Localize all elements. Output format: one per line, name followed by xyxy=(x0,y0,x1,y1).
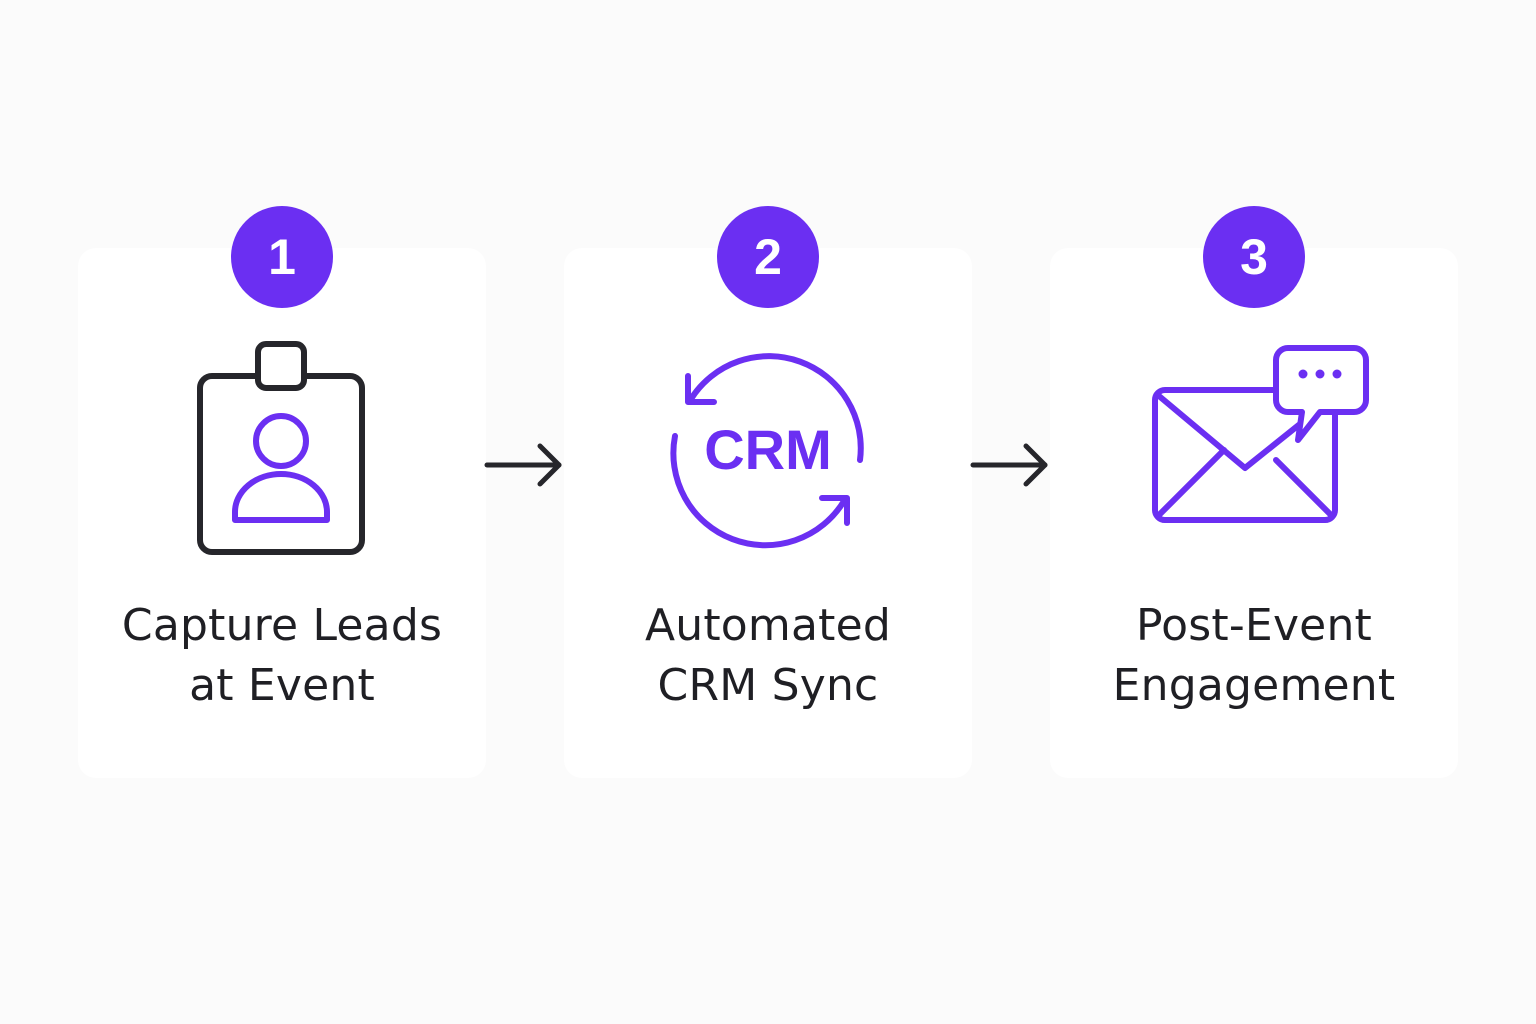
step-card-post-event: 3 Post-Event Engagement xyxy=(1050,206,1458,778)
email-chat-icon xyxy=(1050,336,1458,566)
step-label: Post-Event Engagement xyxy=(1112,600,1396,711)
step-card-capture-leads: 1 Capture Leads at Event xyxy=(78,206,486,778)
arrow-right-icon xyxy=(484,440,564,490)
step-number-badge: 3 xyxy=(1203,206,1305,308)
step-card-crm-sync: 2 CRM Automated CRM Sync xyxy=(564,206,972,778)
arrow-right-icon xyxy=(970,440,1050,490)
step-number-badge: 2 xyxy=(717,206,819,308)
step-label: Capture Leads at Event xyxy=(121,600,443,711)
step-number-badge: 1 xyxy=(231,206,333,308)
crm-sync-icon: CRM xyxy=(564,336,972,566)
crm-icon-text: CRM xyxy=(704,418,832,481)
id-badge-icon xyxy=(78,336,486,566)
step-label: Automated CRM Sync xyxy=(644,600,892,711)
